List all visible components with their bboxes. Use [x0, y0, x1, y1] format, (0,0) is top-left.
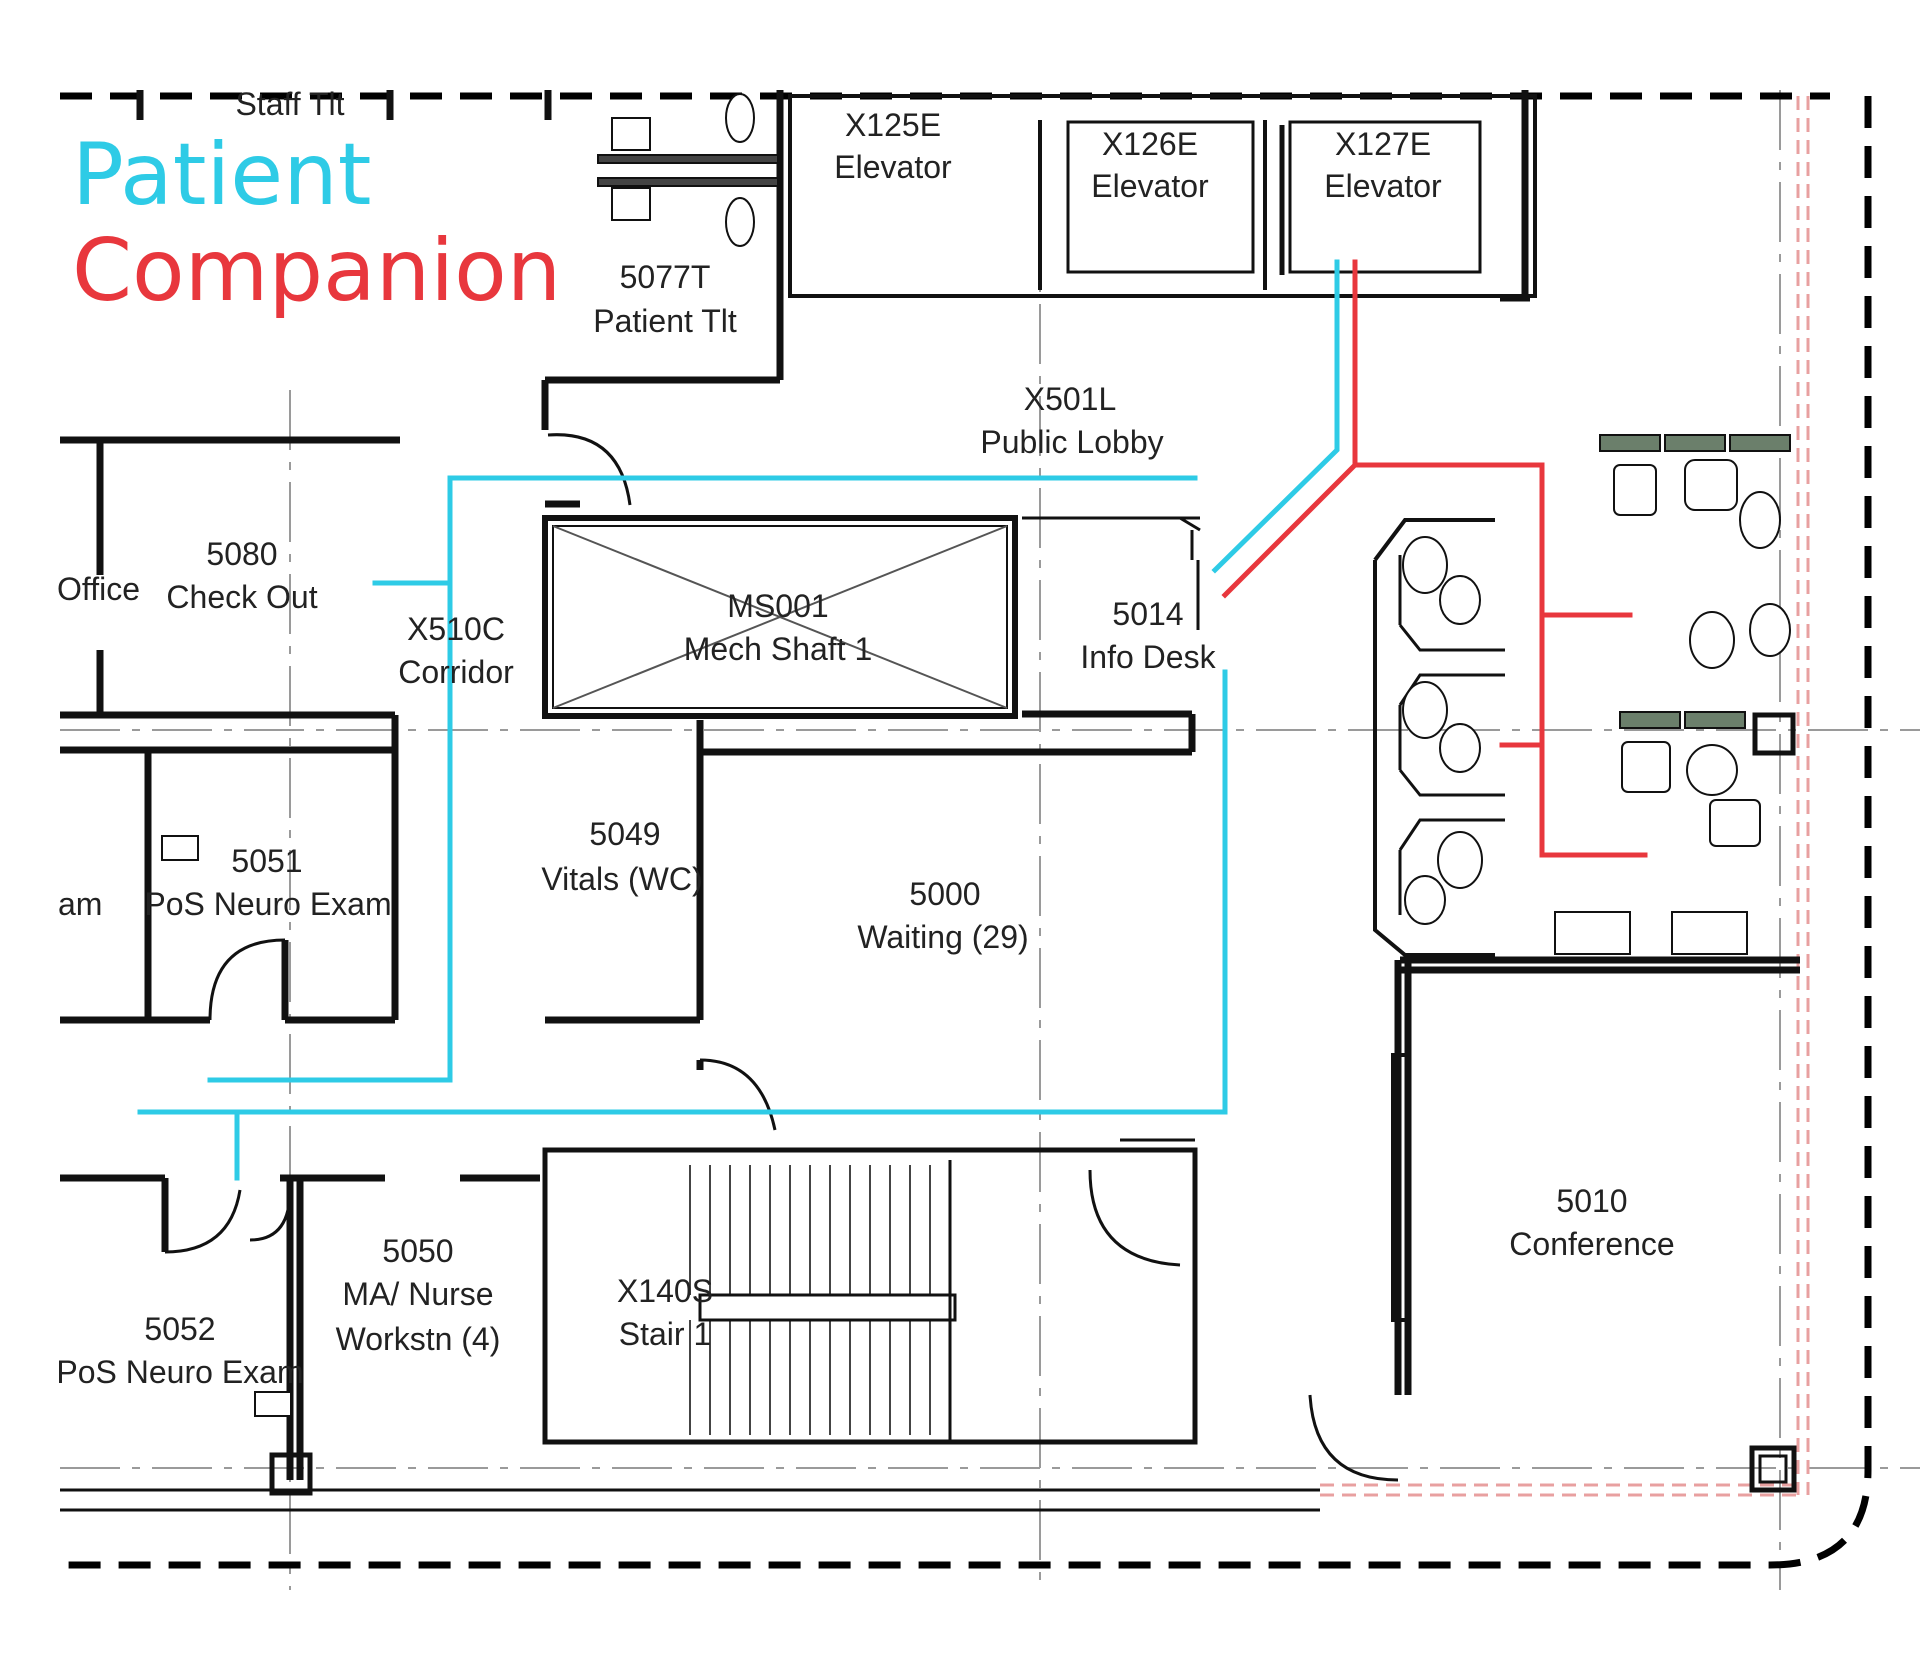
room-x501l-name: Public Lobby — [980, 424, 1163, 460]
stair-treads — [689, 1160, 957, 1440]
legend-patient: Patient — [72, 125, 372, 225]
exam-partial-label: am — [58, 886, 102, 922]
door-swings — [164, 433, 1399, 1482]
office-label: Office — [57, 571, 140, 607]
toilet-fixtures — [597, 93, 779, 247]
room-x126e-number: X126E — [1102, 126, 1198, 162]
room-ms001-number: MS001 — [727, 588, 828, 624]
planters — [1599, 434, 1791, 729]
window-line — [1320, 96, 1810, 1497]
room-5050-name-line1: MA/ Nurse — [342, 1276, 493, 1312]
room-5051-number: 5051 — [231, 843, 302, 879]
legend-companion: Companion — [72, 221, 562, 321]
room-5052-number: 5052 — [144, 1311, 215, 1347]
room-5014-number: 5014 — [1112, 596, 1183, 632]
room-5049-name: Vitals (WC) — [541, 861, 702, 897]
room-x127e-number: X127E — [1335, 126, 1431, 162]
room-x510c-number: X510C — [407, 611, 505, 647]
room-x510c-name: Corridor — [398, 654, 514, 690]
room-x140s-number: X140S — [617, 1273, 713, 1309]
room-x501l-number: X501L — [1024, 381, 1117, 417]
patient-route — [137, 259, 1340, 1181]
room-x126e-name: Elevator — [1091, 168, 1209, 204]
room-5050-number: 5050 — [382, 1233, 453, 1269]
room-5050-name-line2: Workstn (4) — [336, 1321, 501, 1357]
room-5000-name: Waiting (29) — [857, 919, 1028, 955]
room-labels: Staff Tlt 5077T Patient Tlt X125E Elevat… — [56, 86, 1674, 1390]
room-x127e-name: Elevator — [1324, 168, 1442, 204]
mech-shaft-cross — [552, 525, 1008, 709]
sink-fixtures — [161, 835, 292, 1417]
room-5051-name: PoS Neuro Exam — [144, 886, 391, 922]
companion-route — [1221, 259, 1648, 858]
lounge-chairs — [1402, 459, 1791, 955]
room-5010-number: 5010 — [1556, 1183, 1627, 1219]
room-5000-number: 5000 — [909, 876, 980, 912]
room-x125e-number: X125E — [845, 107, 941, 143]
room-5049-number: 5049 — [589, 816, 660, 852]
walls — [60, 90, 1800, 1512]
room-x125e-name: Elevator — [834, 149, 952, 185]
elevator-cabs — [1066, 120, 1482, 274]
staff-tlt-label: Staff Tlt — [235, 86, 344, 122]
room-5010-name: Conference — [1509, 1226, 1674, 1262]
room-5077t-name: Patient Tlt — [593, 303, 737, 339]
room-5014-name: Info Desk — [1080, 639, 1216, 675]
room-5052-name: PoS Neuro Exam — [56, 1354, 303, 1390]
room-5080-name: Check Out — [166, 579, 317, 615]
grid-lines — [60, 90, 1920, 1590]
room-5080-number: 5080 — [206, 536, 277, 572]
room-5077t-number: 5077T — [620, 259, 711, 295]
room-ms001-name: Mech Shaft 1 — [684, 631, 873, 667]
room-x140s-name: Stair 1 — [619, 1316, 711, 1352]
